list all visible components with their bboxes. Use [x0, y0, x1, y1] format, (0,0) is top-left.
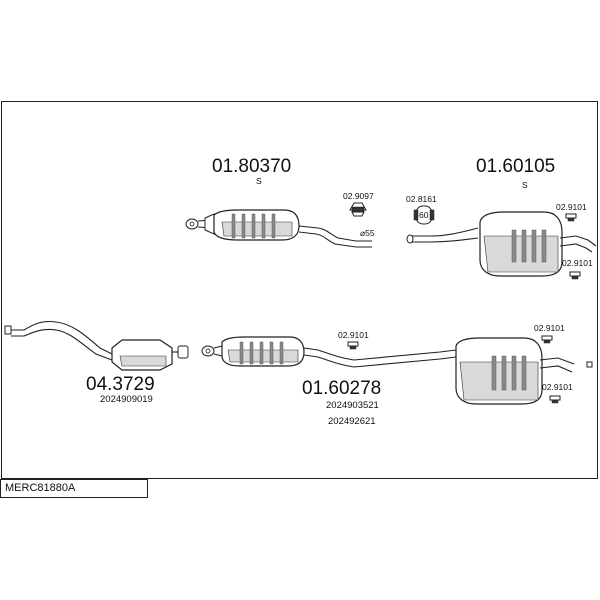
clamp-number-02-9097: 02.9097: [343, 191, 374, 201]
part-number-01-60105: 01.60105: [476, 156, 555, 177]
part-suffix-01-60105: S: [522, 180, 528, 190]
hanger-number-top-right-upper: 02.9101: [556, 202, 587, 212]
hanger-number-top-right-lower: 02.9101: [562, 258, 593, 268]
ring-inner-label: 60: [419, 210, 429, 220]
oem-number-202492621: 202492621: [328, 416, 376, 427]
muffler-ribs-bottom-centre: [239, 341, 284, 365]
pipe-diameter-label: ⌀55: [360, 228, 375, 238]
model-code-box: MERC81880A: [0, 479, 148, 498]
part-number-04-3729: 04.3729: [86, 374, 155, 395]
hanger-number-bottom-right-lower: 02.9101: [542, 382, 573, 392]
rubber-hanger-icon: [569, 271, 581, 280]
part-number-01-60278: 01.60278: [302, 378, 381, 399]
diagram-frame: [1, 101, 598, 479]
oem-number-2024903521: 2024903521: [326, 400, 379, 411]
model-code: MERC81880A: [5, 482, 76, 494]
rubber-hanger-icon: [541, 335, 553, 344]
part-number-01-80370: 01.80370: [212, 156, 291, 177]
rubber-hanger-icon: [549, 395, 561, 404]
hanger-number-bottom-centre: 02.9101: [338, 330, 369, 340]
muffler-ribs-top-right: [511, 229, 547, 263]
part-suffix-01-80370: S: [256, 176, 262, 186]
part-04-3729: 04.3729 2024909019: [4, 320, 189, 405]
muffler-ribs-bottom-right: [491, 355, 527, 391]
muffler-ribs-top-left: [231, 213, 276, 239]
ring-clamp-icon: 60: [413, 205, 435, 225]
ring-number-02-8161: 02.8161: [406, 194, 437, 204]
rear-silencer-bottom: 02.9101 02.9101: [455, 323, 593, 405]
rubber-hanger-icon: [565, 213, 577, 222]
clamp-icon: [349, 202, 367, 217]
rubber-hanger-icon: [347, 341, 359, 350]
part-01-60105: 01.60105 S 02.8161 60 02.9101: [406, 156, 597, 280]
part-01-60278: 02.9101 01.60278 2024903521 202492621: [201, 330, 457, 427]
part-01-80370: 01.80370 S ⌀55 02.9097: [185, 156, 375, 248]
hanger-number-bottom-right-upper: 02.9101: [534, 323, 565, 333]
oem-number-2024909019: 2024909019: [100, 394, 153, 405]
